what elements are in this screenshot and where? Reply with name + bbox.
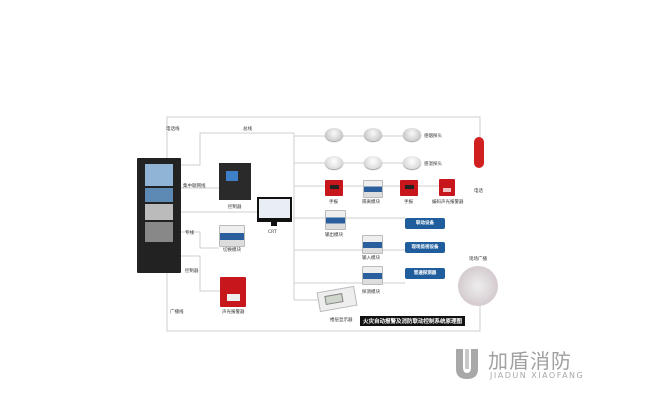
input-module [362,235,383,254]
speaker-icon [458,266,498,306]
input-module-label: 输入模块 [362,256,380,261]
heat-detector [403,156,421,169]
manual-alarm-label: 手报 [329,200,338,205]
isolation-module [363,180,383,198]
sound-light-alarm-label: 声光报警器 [222,310,245,315]
control-line-label: 控制器 [185,269,199,274]
linkage-device-button: 联动设备 [405,218,445,229]
manual-alarm [400,180,418,196]
diagram-title: 火灾自动报警及消防联动控制系统原理图 [360,316,466,326]
bus-label: 总线 [243,127,252,132]
smoke-detector-label: 感烟探头 [424,134,442,139]
floor-display-label: 楼层显示器 [330,318,353,323]
heat-detector-label: 感温探头 [424,162,442,167]
logo-en: JIADUN XIAOFANG [490,371,585,380]
telephone-icon [474,137,484,168]
crt-label: CRT [268,230,277,235]
smoke-detector [364,128,382,141]
control-cabinet [137,158,181,273]
detection-module [362,266,383,285]
heat-detector [325,156,343,169]
isolation-module-label: 隔离模块 [362,200,380,205]
shield-logo-icon [456,349,478,379]
dedicated-line-label: 专线 [185,231,194,236]
manual-alarm-label: 手报 [404,200,413,205]
sound-light-alarm [220,277,246,307]
coded-alarm-label: 编码声光报警器 [432,200,464,205]
broadcast-line-label: 广播线 [170,310,184,315]
site-monitor-button: 现场监视设备 [405,242,445,253]
output-module [325,210,346,230]
detection-module-label: 探测模块 [362,290,380,295]
normal-detector-button: 普通探测器 [405,268,445,279]
site-broadcast-label: 现场广播 [469,257,487,262]
heat-detector [364,156,382,169]
controller-label: 控制器 [228,205,242,210]
manual-alarm [325,180,343,196]
switch-module-label: 切换模块 [223,248,241,253]
output-module-label: 输出模块 [325,233,343,238]
phone-line-label: 电话线 [166,127,180,132]
switch-module [219,225,245,247]
smoke-detector [403,128,421,141]
controller [219,163,251,200]
logo-cn: 加盾消防 [488,349,572,373]
telephone-label: 电话 [474,189,483,194]
smoke-detector [325,128,343,141]
crt-monitor [257,197,292,222]
network-line-label: 集中联网线 [183,184,206,189]
coded-alarm [439,179,455,196]
logo: 加盾消防 JIADUN XIAOFANG [452,345,612,385]
